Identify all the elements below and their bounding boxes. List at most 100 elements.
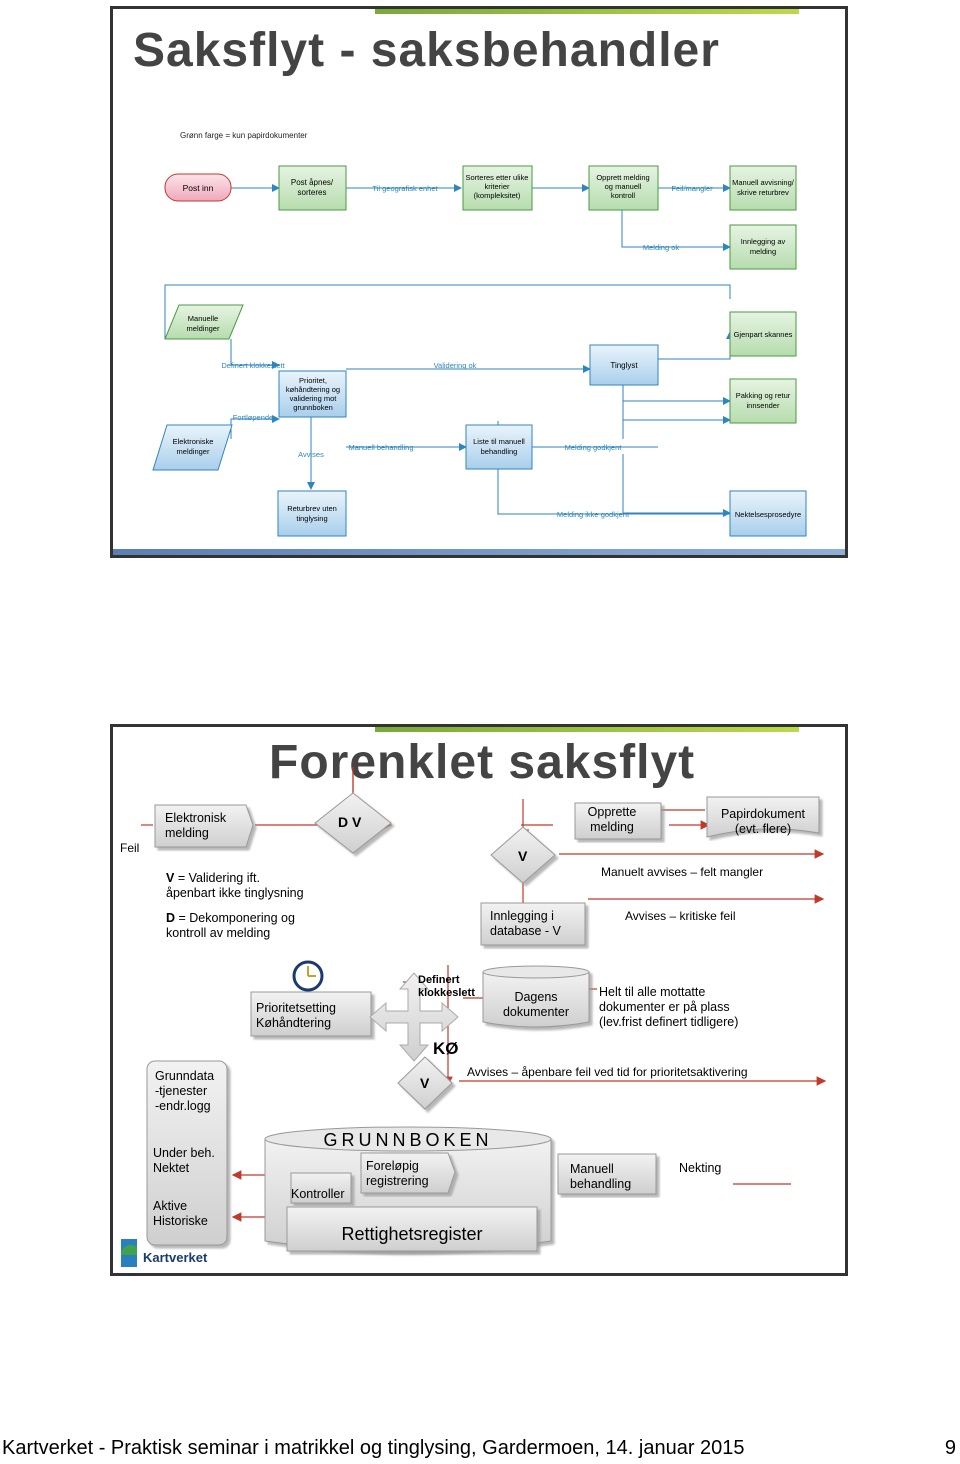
svg-text:V: V [518, 848, 528, 864]
forelopig-line2: registrering [366, 1174, 429, 1188]
manuell-behandling-box [557, 1153, 657, 1195]
forelopig-line1: Foreløpig [366, 1159, 419, 1173]
ko-label: KØ [433, 1039, 459, 1058]
svg-text:V: V [420, 1075, 430, 1091]
legend-v-line2: åpenbart ikke tinglysning [166, 886, 304, 900]
nektelse-node [729, 490, 807, 537]
liste-node [465, 424, 533, 470]
legend-d: D = Dekomponering og [166, 911, 295, 925]
elektronisk-line2: melding [165, 826, 209, 840]
svg-text:Gjenpart skannes: Gjenpart skannes [734, 330, 793, 339]
opprett-node [588, 165, 659, 211]
aktive-line1: Aktive [153, 1199, 187, 1213]
edge-feil: Feil/mangler [671, 184, 713, 193]
edge-geografisk: Til geografisk enhet [372, 184, 438, 193]
dagens-dokumenter-cylinder [482, 965, 590, 1028]
opprette-line1: Opprette [588, 805, 637, 819]
footer-text: Kartverket - Praktisk seminar i matrikke… [2, 1437, 745, 1459]
legend-text: Grønn farge = kun papirdokumenter [180, 131, 308, 140]
svg-text:Rettighetsregister: Rettighetsregister [341, 1224, 482, 1244]
flowchart-saksbehandler: Grønn farge = kun papirdokumenter Post i… [152, 131, 807, 537]
dagens-line1: Dagens [514, 990, 557, 1004]
helt-line2: dokumenter er på plass [599, 1000, 730, 1014]
tinglyst-node [589, 344, 659, 386]
v2-diamond [397, 1056, 453, 1110]
manuell-line1: Manuell [570, 1162, 614, 1176]
edge-validering-ok: Validering ok [434, 361, 477, 370]
grunndata-line3: -endr.logg [155, 1099, 211, 1113]
post-inn-node [164, 173, 232, 202]
opprett-line1: Opprett melding [596, 173, 649, 182]
feil-label: Feil [120, 841, 139, 855]
liste-line1: Liste til manuell [473, 437, 525, 446]
sorteres-line2: kriterier [484, 182, 510, 191]
slide-title: Forenklet saksflyt [269, 736, 696, 789]
post-apnes-node [278, 165, 347, 211]
green-accent-bar [375, 727, 799, 732]
edge-ikke-godkjent: Melding ikke godkjent [557, 510, 630, 519]
prioritetsetting-line2: Køhåndtering [256, 1016, 331, 1030]
grunndata-line2: -tjenester [155, 1084, 207, 1098]
innlegging-database-box [480, 902, 586, 946]
elektronisk-melding-box [154, 804, 254, 848]
helt-line3: (lev.frist definert tidligere) [599, 1015, 738, 1029]
prioritet-node [278, 370, 347, 418]
four-way-arrow-icon [369, 972, 459, 1062]
pakking-node [729, 378, 797, 424]
edge-manuell-behandling: Manuell behandling [348, 443, 413, 452]
manuelt-avvises-label: Manuelt avvises – felt mangler [601, 865, 763, 879]
opprette-melding-box [574, 802, 662, 840]
definert-line2: klokkeslett [418, 987, 475, 999]
grunndata-column [146, 1060, 228, 1246]
sorteres-line3: (kompleksitet) [474, 191, 521, 200]
legend-v: V = Validering ift. [166, 871, 260, 885]
svg-text:Nektelsesprosedyre: Nektelsesprosedyre [735, 510, 801, 519]
innlegging-line2: database - V [490, 924, 562, 938]
prioritetsetting-line1: Prioritetsetting [256, 1001, 336, 1015]
logo-text: Kartverket [143, 1250, 208, 1265]
elektroniske-line1: Elektroniske [173, 437, 214, 446]
innlegging-line2: melding [750, 247, 776, 256]
post-apnes-line2: sorteres [298, 188, 327, 197]
opprett-line3: kontroll [611, 191, 636, 200]
papirdokument-box [706, 796, 820, 838]
flowchart-forenklet: Feil Elektronisk melding D V V Opprette … [120, 767, 827, 1267]
avvises-kritiske-label: Avvises – kritiske feil [625, 909, 735, 923]
innlegging-line1: Innlegging i [490, 909, 554, 923]
manuelle-meldinger-line1: Manuelle [188, 314, 218, 323]
innlegging-line1: Innlegging av [741, 237, 786, 246]
blue-bottom-bar [113, 549, 845, 555]
prioritet-line1: Prioritet, [299, 376, 327, 385]
sorteres-line1: Sorteres etter ulike [466, 173, 529, 182]
manuell-line2: behandling [570, 1177, 631, 1191]
dv-diamond [314, 792, 392, 854]
prioritet-line3: validering mot [290, 394, 338, 403]
green-accent-bar [375, 9, 799, 14]
definert-line1: Definert [418, 974, 460, 986]
opprett-line2: og manuell [605, 182, 642, 191]
manuelle-meldinger-node [164, 304, 244, 340]
prioritet-line2: køhåndtering og [286, 385, 340, 394]
svg-text:Post inn: Post inn [183, 183, 214, 193]
slide-forenklet-saksflyt: Forenklet saksflyt [110, 724, 848, 1276]
forelopig-box [360, 1152, 456, 1194]
sorteres-node [462, 165, 533, 211]
grunndata-line1: Grunndata [155, 1069, 214, 1083]
liste-line2: behandling [481, 447, 518, 456]
prioritet-line4: grunnboken [293, 403, 333, 412]
under-line2: Nektet [153, 1161, 190, 1175]
returbrev-line2: tinglysing [296, 514, 327, 523]
returbrev-node [277, 490, 347, 537]
legend-d-line2: kontroll av melding [166, 926, 270, 940]
returbrev-line1: Returbrev uten [287, 504, 337, 513]
kartverket-logo: Kartverket [121, 1239, 208, 1267]
helt-line1: Helt til alle mottatte [599, 985, 705, 999]
edge-fortlopende: Fortløpende [233, 413, 273, 422]
aktive-line2: Historiske [153, 1214, 208, 1228]
manuell-avvisning-line2: skrive returbrev [737, 188, 789, 197]
opprette-line2: melding [590, 820, 634, 834]
v-diamond [490, 826, 556, 884]
elektroniske-line2: meldinger [177, 447, 210, 456]
avvises-apenbare-label: Avvises – åpenbare feil ved tid for prio… [467, 1065, 748, 1079]
papir-line2: (evt. flere) [735, 822, 791, 836]
